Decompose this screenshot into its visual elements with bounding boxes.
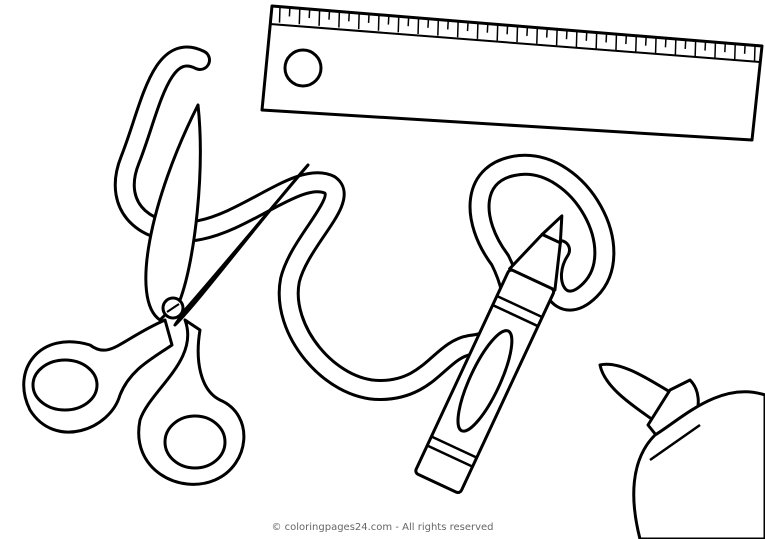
ruler-tick xyxy=(615,34,618,51)
ruler-tick xyxy=(654,37,657,54)
ruler-tick xyxy=(367,13,370,23)
ruler-tick xyxy=(575,30,578,47)
ruler-tick xyxy=(328,10,331,20)
ruler-tick xyxy=(357,13,360,30)
ruler xyxy=(260,4,764,142)
ruler-tick xyxy=(753,45,756,62)
ruler-tick xyxy=(743,44,746,54)
ruler-tick xyxy=(704,41,707,51)
ruler-tick xyxy=(496,24,499,41)
ruler-tick xyxy=(318,9,321,26)
ruler-tick xyxy=(684,39,687,49)
ruler-tick xyxy=(545,28,548,38)
ruler-tick xyxy=(674,39,677,56)
ruler-tick xyxy=(308,8,311,19)
ruler-tick xyxy=(446,20,449,30)
ruler-tick xyxy=(278,6,281,23)
ruler-tick xyxy=(298,8,301,25)
ruler-tick xyxy=(486,23,489,33)
ruler-tick xyxy=(476,22,479,39)
ruler-tick xyxy=(348,12,351,22)
ruler-tick xyxy=(456,21,459,38)
scissors-ring-left xyxy=(31,358,99,412)
ruler-tick xyxy=(466,21,469,32)
ruler-tick xyxy=(605,33,608,43)
ruler-tick xyxy=(516,26,519,43)
ruler-tick xyxy=(387,15,390,25)
ruler-ticks xyxy=(278,6,756,62)
ruler-tick xyxy=(565,30,568,40)
ruler-tick xyxy=(338,11,341,28)
ribbon xyxy=(113,45,616,401)
ruler-tick xyxy=(625,34,628,45)
copyright-footer: © coloringpages24.com - All rights reser… xyxy=(271,522,494,533)
scissors-ring-right xyxy=(163,414,227,470)
ruler-tick xyxy=(595,32,598,49)
ruler-tick xyxy=(555,29,558,46)
ruler-tick xyxy=(536,27,539,44)
ruler-tick xyxy=(733,43,736,60)
ruler-tick xyxy=(714,42,717,59)
ruler-tick xyxy=(526,26,529,36)
ruler-tick xyxy=(644,36,647,46)
scissors xyxy=(22,103,310,486)
ruler-tick xyxy=(664,38,667,48)
ruler-tick xyxy=(407,17,410,27)
ruler-tick xyxy=(427,18,430,28)
ruler-tick xyxy=(397,16,400,33)
ruler-hole xyxy=(283,48,323,88)
ruler-tick xyxy=(377,14,380,31)
glue-bottle xyxy=(598,362,765,539)
scissors-blade-right xyxy=(173,163,310,327)
ruler-tick xyxy=(506,25,509,35)
ruler-tick xyxy=(288,7,291,17)
ruler-tick xyxy=(694,40,697,57)
ruler-tick xyxy=(724,43,727,53)
ruler-tick xyxy=(635,35,637,52)
ruler-tick xyxy=(417,17,420,34)
scissors-blade-upper xyxy=(144,103,202,322)
ruler-tick xyxy=(585,31,588,41)
ruler-tick xyxy=(437,19,440,36)
crayon xyxy=(414,214,564,495)
